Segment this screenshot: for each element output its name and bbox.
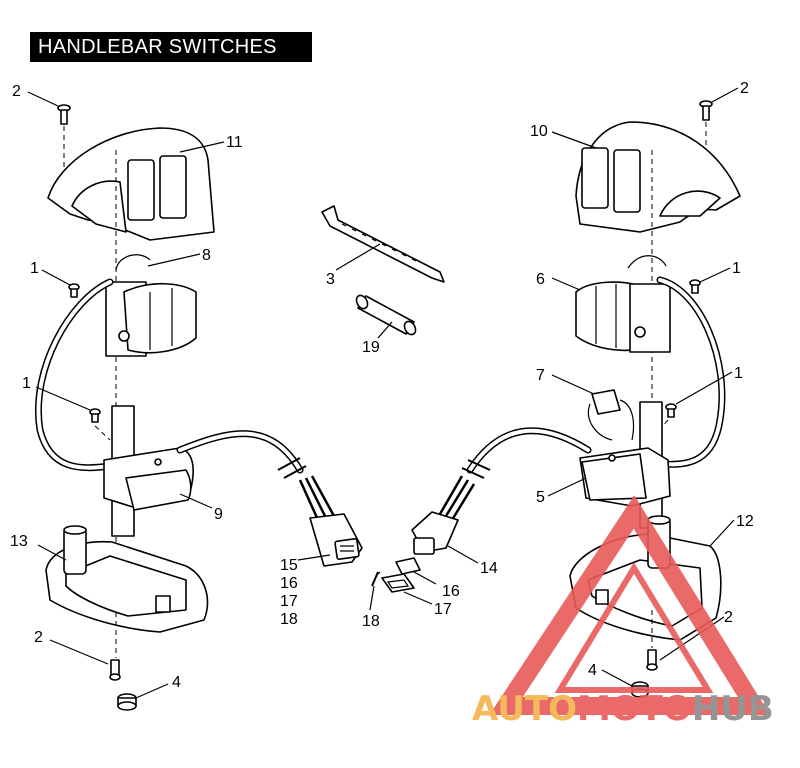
callout-13: 13 [10, 533, 28, 550]
upper-housing-right [575, 121, 741, 610]
callout-17-left: 17 [280, 593, 298, 610]
seal-17 [381, 573, 415, 593]
wire-break-left [277, 457, 307, 479]
screw-right-bottom [646, 610, 658, 671]
callout-2-bottom-left: 2 [34, 629, 43, 646]
callout-15: 15 [280, 557, 298, 574]
callout-1-left-upper: 1 [30, 260, 39, 277]
callout-11: 11 [226, 134, 243, 151]
callout-1-left-lower: 1 [22, 375, 31, 392]
connector-7 [587, 389, 635, 441]
callout-12: 12 [736, 513, 754, 530]
callout-8: 8 [202, 247, 211, 264]
callout-14: 14 [480, 560, 498, 577]
wire-break-right [461, 459, 491, 479]
upper-housing-left [47, 127, 215, 610]
connector-left-15 [309, 513, 363, 567]
watermark-logo: AUTOMOTOHUB [472, 495, 774, 729]
cable-tie [321, 205, 445, 283]
screw-left-mid-2 [89, 408, 111, 441]
switch-assembly-right-upper [575, 255, 671, 353]
callout-19: 19 [362, 339, 380, 356]
callout-10: 10 [530, 123, 548, 140]
callout-4-right: 4 [588, 662, 597, 679]
callout-17-mid: 17 [434, 601, 452, 618]
watermark-inner-triangle-icon [554, 562, 714, 693]
callout-3: 3 [326, 271, 335, 288]
lower-housing-left [45, 525, 209, 633]
watermark-text: AUTOMOTOHUB [472, 689, 774, 729]
screw-left-top [57, 104, 71, 170]
callout-18-mid: 18 [362, 613, 380, 630]
heat-shrink-tube [355, 294, 417, 336]
screw-left-mid-1 [68, 283, 80, 298]
callout-1-right-upper: 1 [732, 260, 741, 277]
connector-right-14 [411, 511, 459, 555]
switch-assembly-left-upper [105, 254, 197, 357]
switch-assembly-right-lower [579, 401, 671, 529]
callout-4-left: 4 [172, 674, 181, 691]
callout-labels: 2 11 8 1 1 9 13 2 4 3 19 15 16 17 18 18 … [10, 80, 754, 691]
callout-6: 6 [536, 271, 545, 288]
callout-18-left: 18 [280, 611, 298, 628]
page-title: HANDLEBAR SWITCHES [30, 32, 312, 62]
callout-16-left: 16 [280, 575, 298, 592]
callout-1-right-lower: 1 [734, 365, 743, 382]
callout-7: 7 [536, 367, 545, 384]
screw-left-bottom [109, 612, 121, 681]
lock-16 [395, 557, 421, 575]
callout-2-top-right: 2 [740, 80, 749, 97]
switch-assembly-left-lower [103, 405, 194, 537]
leader-lines [27, 87, 739, 699]
watermark-triangle-icon [489, 495, 771, 715]
screw-right-mid-1 [689, 279, 701, 294]
callout-2-top-left: 2 [12, 83, 21, 100]
callout-16-mid: 16 [442, 583, 460, 600]
nut-left [117, 693, 137, 711]
terminal-pin-18 [371, 571, 381, 587]
callout-2-bottom-right: 2 [724, 609, 733, 626]
callout-9: 9 [214, 506, 223, 523]
callout-5: 5 [536, 489, 545, 506]
wire-left-to-connector [176, 430, 304, 474]
